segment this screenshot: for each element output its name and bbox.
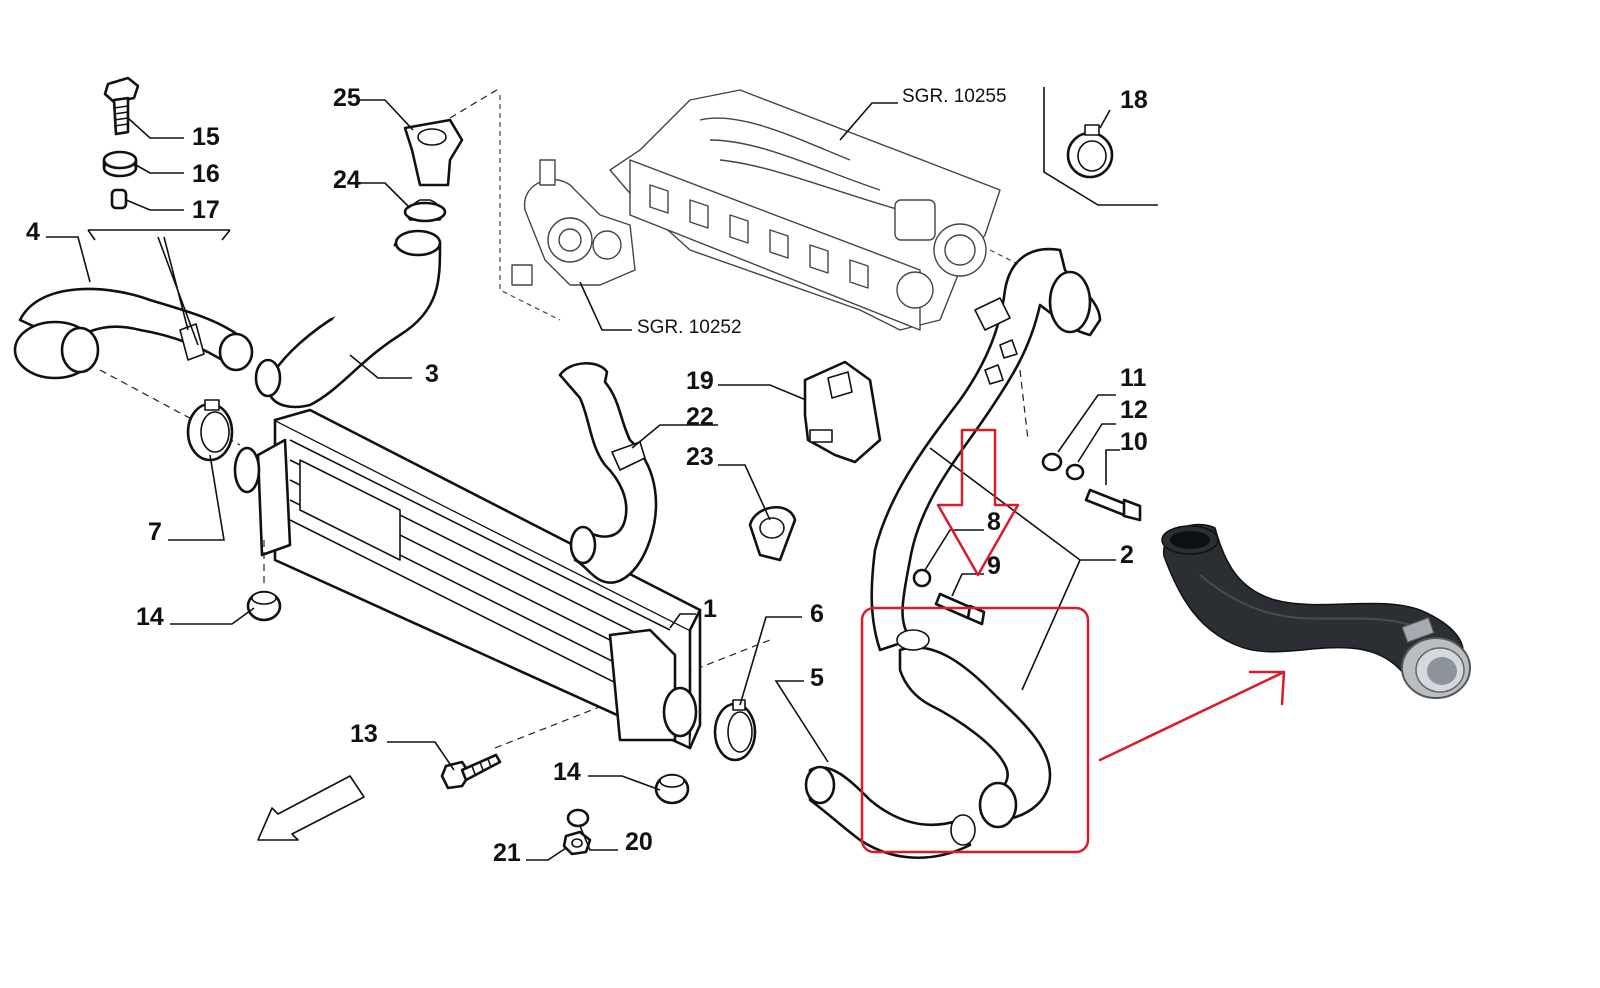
label-20: 20	[625, 828, 653, 856]
hose-22	[558, 362, 658, 584]
hose-photo	[1161, 523, 1471, 699]
manifold-ref-leader	[839, 102, 898, 141]
hose-4	[13, 287, 254, 380]
label-10: 10	[1120, 428, 1148, 456]
highlight-box	[860, 606, 1090, 854]
label-14-left: 14	[136, 603, 164, 631]
label-1: 1	[703, 595, 717, 623]
clamp-7	[186, 399, 234, 462]
nut-21	[562, 830, 592, 856]
bracket-19	[803, 360, 882, 464]
label-8: 8	[987, 508, 1001, 536]
label-11: 11	[1120, 364, 1147, 392]
turbo-reference: SGR. 10252	[637, 317, 742, 338]
label-16: 16	[192, 160, 220, 188]
label-4: 4	[26, 218, 40, 246]
clamp-24	[403, 201, 447, 223]
label-6: 6	[810, 600, 824, 628]
seal-23	[748, 505, 797, 562]
washer-16	[102, 150, 138, 178]
label-3: 3	[425, 360, 439, 388]
intake-manifold	[609, 89, 1031, 331]
label-17: 17	[192, 196, 220, 224]
clamp-6	[713, 699, 757, 762]
label-18: 18	[1120, 86, 1148, 114]
label-22: 22	[686, 403, 714, 431]
hose-5	[804, 765, 976, 860]
flange-25	[403, 118, 464, 187]
label-15: 15	[192, 123, 220, 151]
label-12: 12	[1120, 396, 1148, 424]
leader-lines	[46, 99, 1120, 861]
label-19: 19	[686, 367, 714, 395]
turbo-assembly	[499, 95, 636, 321]
highlighted-hose	[896, 629, 1052, 829]
washer-11	[1041, 452, 1063, 472]
manifold-reference: SGR. 10255	[902, 86, 1007, 107]
front-direction-arrow-icon	[257, 775, 365, 841]
bolt-10	[1084, 488, 1142, 522]
down-arrow-icon	[936, 428, 1020, 577]
washer-8	[912, 568, 932, 588]
label-24: 24	[333, 166, 361, 194]
clamp-18-frame	[1043, 87, 1158, 206]
clamp-18	[1066, 124, 1114, 179]
label-23: 23	[686, 443, 714, 471]
mount-14-left	[246, 590, 282, 622]
screw-13	[440, 753, 502, 790]
pointer-arrow-icon	[1098, 670, 1286, 762]
label-2: 2	[1120, 541, 1134, 569]
label-9: 9	[987, 552, 1001, 580]
turbo-ref-leader	[579, 281, 632, 331]
guide-line-25	[449, 87, 501, 119]
label-21: 21	[493, 839, 521, 867]
bolt-9	[934, 592, 986, 626]
label-13: 13	[350, 720, 378, 748]
label-14-right: 14	[553, 758, 581, 786]
bolt-15	[103, 76, 140, 136]
label-5: 5	[810, 664, 824, 692]
hose-2-upper	[870, 247, 1102, 652]
label-25: 25	[333, 84, 361, 112]
washer-12	[1065, 463, 1085, 481]
hose-3	[254, 199, 443, 409]
nut-20	[566, 808, 590, 828]
label-7: 7	[148, 518, 162, 546]
pin-17	[110, 188, 128, 210]
mount-14-right	[654, 773, 690, 805]
